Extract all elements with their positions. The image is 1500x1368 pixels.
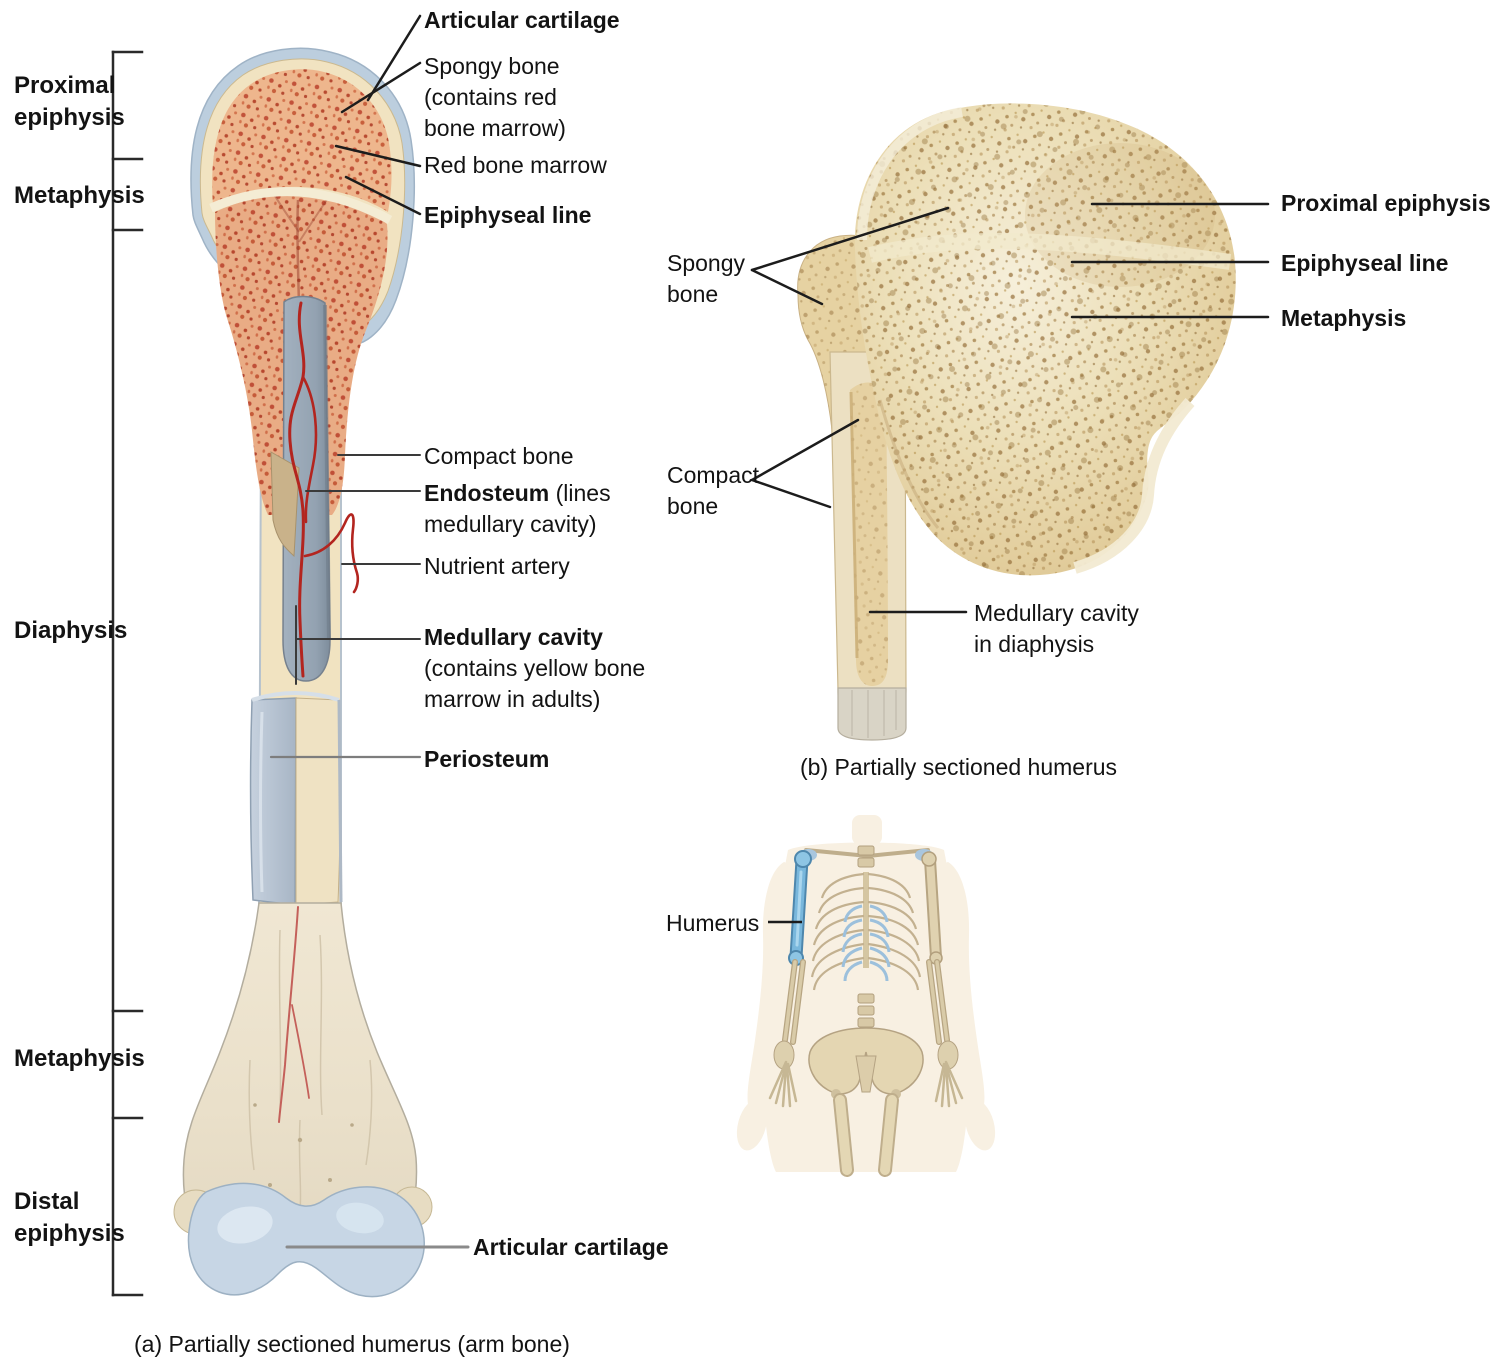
clavicle [804, 848, 870, 858]
label-medullary-cavity-b: Medullary cavity in diaphysis [974, 600, 1139, 658]
right-humerus-head [921, 851, 937, 867]
leader-lines-panel-b [750, 202, 1270, 614]
label-metaphysis-upper-region: Metaphysis [14, 182, 145, 209]
label-periosteum: Periosteum [424, 746, 550, 772]
label-compact-bone: Compact bone [424, 443, 574, 469]
channel-shadow [849, 391, 859, 659]
marrow-vessel [298, 197, 329, 243]
skeleton-figure [736, 815, 996, 1177]
head-shaft-shadow [878, 399, 940, 529]
periosteum-sleeve [249, 691, 343, 906]
sacrum [855, 1055, 877, 1093]
region-bracket [111, 50, 144, 1297]
nutrient-artery [288, 301, 360, 678]
compact-rim-top [857, 107, 963, 241]
label-metaphysis-b: Metaphysis [1281, 305, 1407, 331]
label-proximal-epiphysis-region: Proximal epiphysis [14, 72, 125, 132]
highlighted-humerus [788, 850, 812, 966]
distal-pores [253, 1103, 354, 1187]
pelvis [808, 1027, 924, 1095]
compact-rim-right [1073, 398, 1195, 574]
label-distal-epiphysis-region: Distal epiphysis [14, 1188, 125, 1248]
label-compact-bone-b: Compact bone [667, 462, 760, 520]
right-humerus [926, 856, 940, 961]
distal-artery [278, 906, 310, 1123]
condyle-highlight [336, 1202, 384, 1234]
hands [768, 1040, 964, 1108]
stump-streaks [851, 690, 897, 738]
ribcage [810, 872, 922, 991]
channel-texture [850, 382, 888, 686]
endosteum-flap [270, 451, 300, 558]
label-proximal-epiphysis-b: Proximal epiphysis [1281, 190, 1491, 216]
label-epiphyseal-line-b: Epiphyseal line [1281, 250, 1449, 276]
label-nutrient-artery: Nutrient artery [424, 553, 570, 579]
panel-a-bone-drawing [173, 47, 433, 1298]
epiphyseal-line-band [209, 187, 393, 224]
label-epiphyseal-line: Epiphyseal line [424, 202, 592, 228]
label-medullary-cavity: Medullary cavity (contains yellow bone m… [424, 624, 646, 713]
caption-panel-b: (b) Partially sectioned humerus [800, 754, 1118, 780]
label-metaphysis-lower-region: Metaphysis [14, 1045, 145, 1072]
label-spongy-bone: Spongy bone (contains red bone marrow) [424, 53, 566, 142]
panel-b-bone-photo [797, 103, 1236, 741]
forearms [782, 959, 950, 1045]
shaft-stump [837, 687, 907, 741]
head-shading [1025, 143, 1215, 287]
label-red-bone-marrow: Red bone marrow [424, 152, 607, 178]
costal-cartilage [841, 904, 891, 982]
femurs [833, 1093, 899, 1177]
condyle-highlight [217, 1206, 273, 1244]
epiphyseal-band-b [868, 232, 1232, 270]
distal-texture [248, 929, 373, 1211]
leader-lines-panel-a [269, 14, 470, 1249]
caption-panel-a: (a) Partially sectioned humerus (arm bon… [134, 1331, 570, 1357]
label-spongy-bone-b: Spongy bone [667, 250, 746, 308]
label-diaphysis-region: Diaphysis [14, 617, 128, 644]
label-articular-cartilage-top: Articular cartilage [424, 7, 620, 33]
cavity-shadow [323, 304, 331, 641]
head-texture-coarse [854, 103, 1236, 576]
label-endosteum: Endosteum (lines medullary cavity) [424, 480, 611, 538]
label-humerus: Humerus [666, 910, 760, 936]
medullary-cavity [282, 295, 331, 682]
label-articular-cartilage-bottom: Articular cartilage [473, 1234, 669, 1260]
